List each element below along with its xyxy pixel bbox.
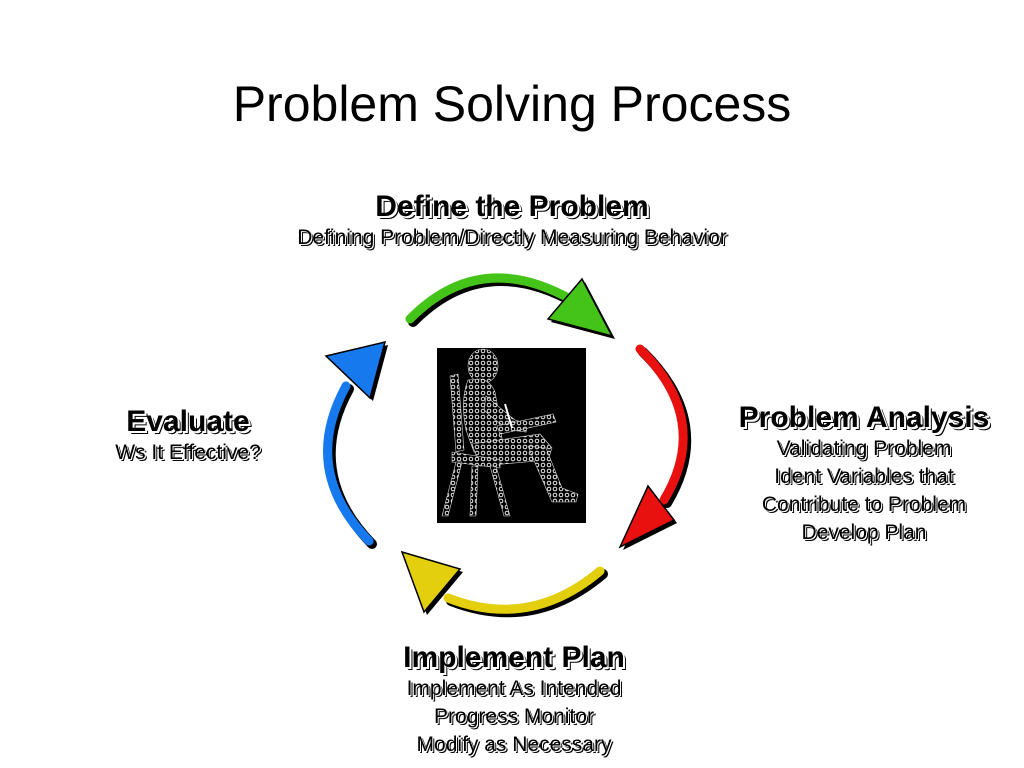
evaluate-arrow-arc bbox=[323, 381, 374, 546]
implement-arrow-head bbox=[400, 550, 462, 614]
stage-problem-analysis: Problem Analysis Validating Problem Iden… bbox=[704, 401, 1024, 547]
stage-define-heading: Define the Problem bbox=[375, 190, 649, 223]
stage-evaluate: Evaluate Ws It Effective? bbox=[58, 405, 318, 467]
analysis-arrow-arc bbox=[635, 344, 688, 505]
stage-analysis-line: Ident Variables that bbox=[774, 465, 954, 488]
stage-implement-line: Modify as Necessary bbox=[416, 733, 612, 756]
define-arrow-head bbox=[546, 277, 614, 338]
stage-analysis-heading: Problem Analysis bbox=[738, 401, 990, 434]
stage-analysis-line: Validating Problem bbox=[776, 437, 952, 460]
stage-evaluate-heading: Evaluate bbox=[126, 405, 250, 438]
slide-title: Problem Solving Process bbox=[232, 76, 792, 132]
define-arrow-arc bbox=[405, 273, 577, 324]
stage-define-problem: Define the Problem Defining Problem/Dire… bbox=[212, 190, 812, 252]
evaluate-arrow-head bbox=[324, 340, 387, 400]
stage-define-line: Defining Problem/Directly Measuring Beha… bbox=[297, 226, 727, 249]
analysis-arrow bbox=[618, 344, 692, 550]
analysis-arrow-head bbox=[618, 484, 676, 549]
stage-implement-line: Implement As Intended bbox=[406, 677, 622, 700]
evaluate-arrow bbox=[323, 340, 388, 549]
stage-analysis-line: Contribute to Problem bbox=[761, 493, 967, 516]
stage-implement-heading: Implement Plan bbox=[403, 641, 625, 674]
stage-implement-plan: Implement Plan Implement As Intended Pro… bbox=[334, 641, 694, 759]
stage-analysis-line: Develop Plan bbox=[801, 521, 927, 544]
seated-person-writing-icon bbox=[437, 348, 586, 523]
implement-arrow bbox=[400, 550, 608, 618]
stage-implement-line: Progress Monitor bbox=[434, 705, 594, 728]
define-arrow bbox=[405, 273, 615, 339]
stage-evaluate-line: Ws It Effective? bbox=[115, 441, 261, 464]
implement-arrow-arc bbox=[443, 566, 605, 614]
